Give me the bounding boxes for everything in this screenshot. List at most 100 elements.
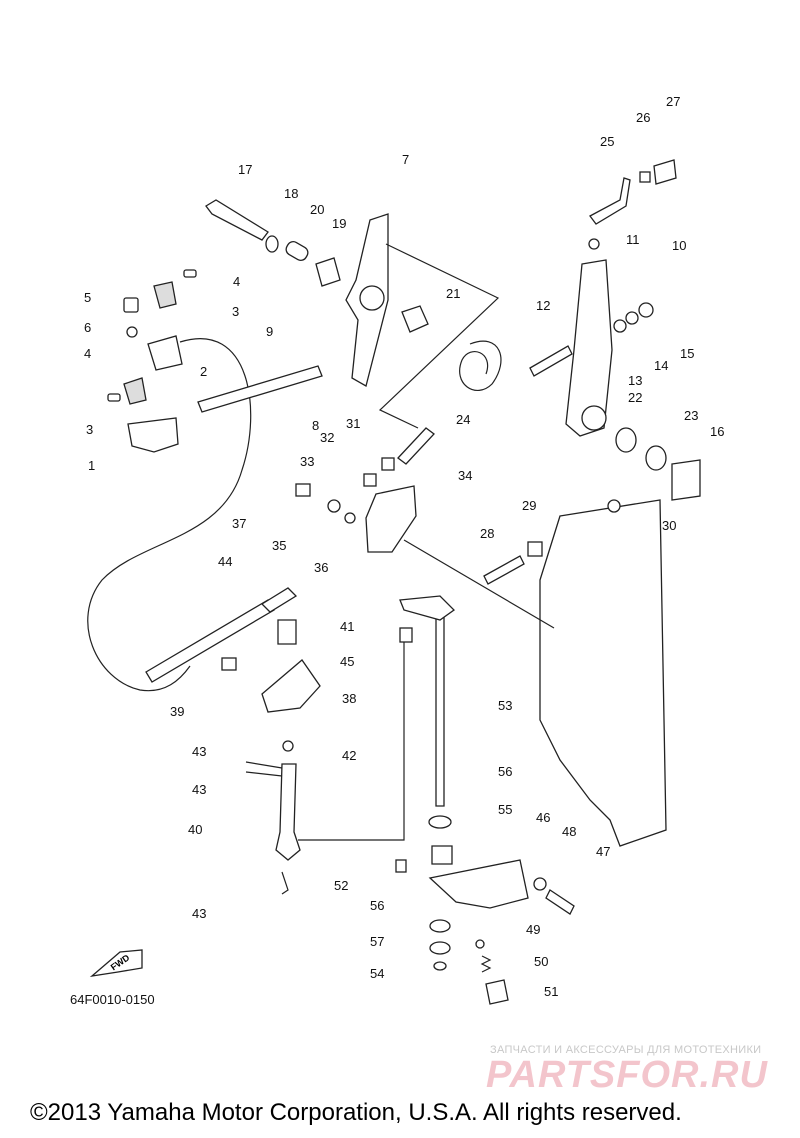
part-number-5: 5 xyxy=(84,290,91,305)
nut-26 xyxy=(639,171,651,183)
oring-56-upper xyxy=(428,815,452,829)
part-number-4: 4 xyxy=(233,274,240,289)
part-number-33: 33 xyxy=(300,454,314,469)
collar-35 xyxy=(327,499,341,513)
part-number-50: 50 xyxy=(534,954,548,969)
part-number-9: 9 xyxy=(266,324,273,339)
part-number-43: 43 xyxy=(192,744,206,759)
bushing-21 xyxy=(401,305,429,333)
pin-4-lower xyxy=(107,393,121,402)
link-to-block xyxy=(403,539,555,629)
part-number-39: 39 xyxy=(170,704,184,719)
washer-6 xyxy=(126,326,138,338)
part-number-29: 29 xyxy=(522,498,536,513)
copyright-notice: ©2013 Yamaha Motor Corporation, U.S.A. A… xyxy=(30,1099,682,1126)
washer-22 xyxy=(615,427,637,453)
diagram-reference-code: 64F0010-0150 xyxy=(70,992,155,1007)
part-number-44: 44 xyxy=(218,554,232,569)
washer-42 xyxy=(282,740,294,752)
part-number-13: 13 xyxy=(628,373,642,388)
clip-43 xyxy=(245,761,289,895)
part-number-52: 52 xyxy=(334,878,348,893)
watermark-tagline: ЗАПЧАСТИ И АКСЕССУАРЫ ДЛЯ МОТОТЕХНИКИ xyxy=(490,1044,762,1056)
part-number-55: 55 xyxy=(498,802,512,817)
nut-11 xyxy=(588,238,600,250)
part-number-49: 49 xyxy=(526,922,540,937)
cable-end-lower xyxy=(145,599,275,683)
plate-34 xyxy=(365,485,417,553)
circlip-57 xyxy=(429,941,451,955)
part-number-2: 2 xyxy=(200,364,207,379)
part-number-11: 11 xyxy=(626,232,640,247)
part-number-41: 41 xyxy=(340,619,354,634)
part-number-10: 10 xyxy=(672,238,686,253)
part-number-43: 43 xyxy=(192,782,206,797)
part-number-7: 7 xyxy=(402,152,409,167)
part-number-38: 38 xyxy=(342,691,356,706)
nut-45 xyxy=(399,627,413,643)
spring-24 xyxy=(459,340,502,391)
plug-51 xyxy=(485,979,509,1005)
bracket-upper xyxy=(147,335,183,371)
part-number-21: 21 xyxy=(446,286,460,301)
joint-31 xyxy=(397,427,435,465)
part-number-4: 4 xyxy=(84,346,91,361)
spring-50 xyxy=(480,955,492,973)
fwd-arrow-icon xyxy=(89,949,143,977)
washer-48 xyxy=(533,877,547,891)
nut-29 xyxy=(527,541,543,557)
part-number-6: 6 xyxy=(84,320,91,335)
part-number-45: 45 xyxy=(340,654,354,669)
part-number-42: 42 xyxy=(342,748,356,763)
washer-36 xyxy=(344,512,356,524)
part-number-24: 24 xyxy=(456,412,470,427)
bolt-39 xyxy=(221,657,237,671)
part-number-53: 53 xyxy=(498,698,512,713)
collar-41 xyxy=(277,619,297,645)
part-number-23: 23 xyxy=(684,408,698,423)
part-number-56: 56 xyxy=(370,898,384,913)
part-number-26: 26 xyxy=(636,110,650,125)
throttle-cable xyxy=(87,338,252,692)
exploded-drawing: FWD xyxy=(87,159,701,1005)
part-number-48: 48 xyxy=(562,824,576,839)
part-number-32: 32 xyxy=(320,430,334,445)
bracket-lower xyxy=(127,417,179,453)
shift-rod-53 xyxy=(435,611,445,807)
oring-56-lower xyxy=(429,919,451,933)
part-number-27: 27 xyxy=(666,94,680,109)
collar-15 xyxy=(638,302,654,318)
part-number-1: 1 xyxy=(88,458,95,473)
part-number-20: 20 xyxy=(310,202,324,217)
clip-54 xyxy=(433,961,447,971)
part-number-28: 28 xyxy=(480,526,494,541)
bolt-47 xyxy=(545,889,575,915)
throttle-lever-10 xyxy=(565,259,613,437)
part-number-12: 12 xyxy=(536,298,550,313)
part-number-54: 54 xyxy=(370,966,384,981)
lever-eye xyxy=(581,405,607,431)
part-number-47: 47 xyxy=(596,844,610,859)
joint-27 xyxy=(653,159,677,185)
part-number-15: 15 xyxy=(680,346,694,361)
bolt-12 xyxy=(529,345,573,377)
watermark-brand: PARTSFOR.RU xyxy=(486,1054,768,1096)
part-number-51: 51 xyxy=(544,984,558,999)
part-number-25: 25 xyxy=(600,134,614,149)
bolt-37 xyxy=(295,483,311,497)
rod-25 xyxy=(589,177,631,225)
collar-30 xyxy=(607,499,621,513)
collar-16 xyxy=(671,459,701,501)
part-number-57: 57 xyxy=(370,934,384,949)
part-number-31: 31 xyxy=(346,416,360,431)
collar-20 xyxy=(285,240,309,262)
nut-32 xyxy=(381,457,395,471)
shift-link xyxy=(298,640,405,841)
shift-lever-46 xyxy=(428,859,529,909)
spring-13 xyxy=(613,319,627,333)
part-number-35: 35 xyxy=(272,538,286,553)
cable-end-upper xyxy=(197,365,323,413)
part-number-16: 16 xyxy=(710,424,724,439)
clamp-lower xyxy=(123,377,147,405)
